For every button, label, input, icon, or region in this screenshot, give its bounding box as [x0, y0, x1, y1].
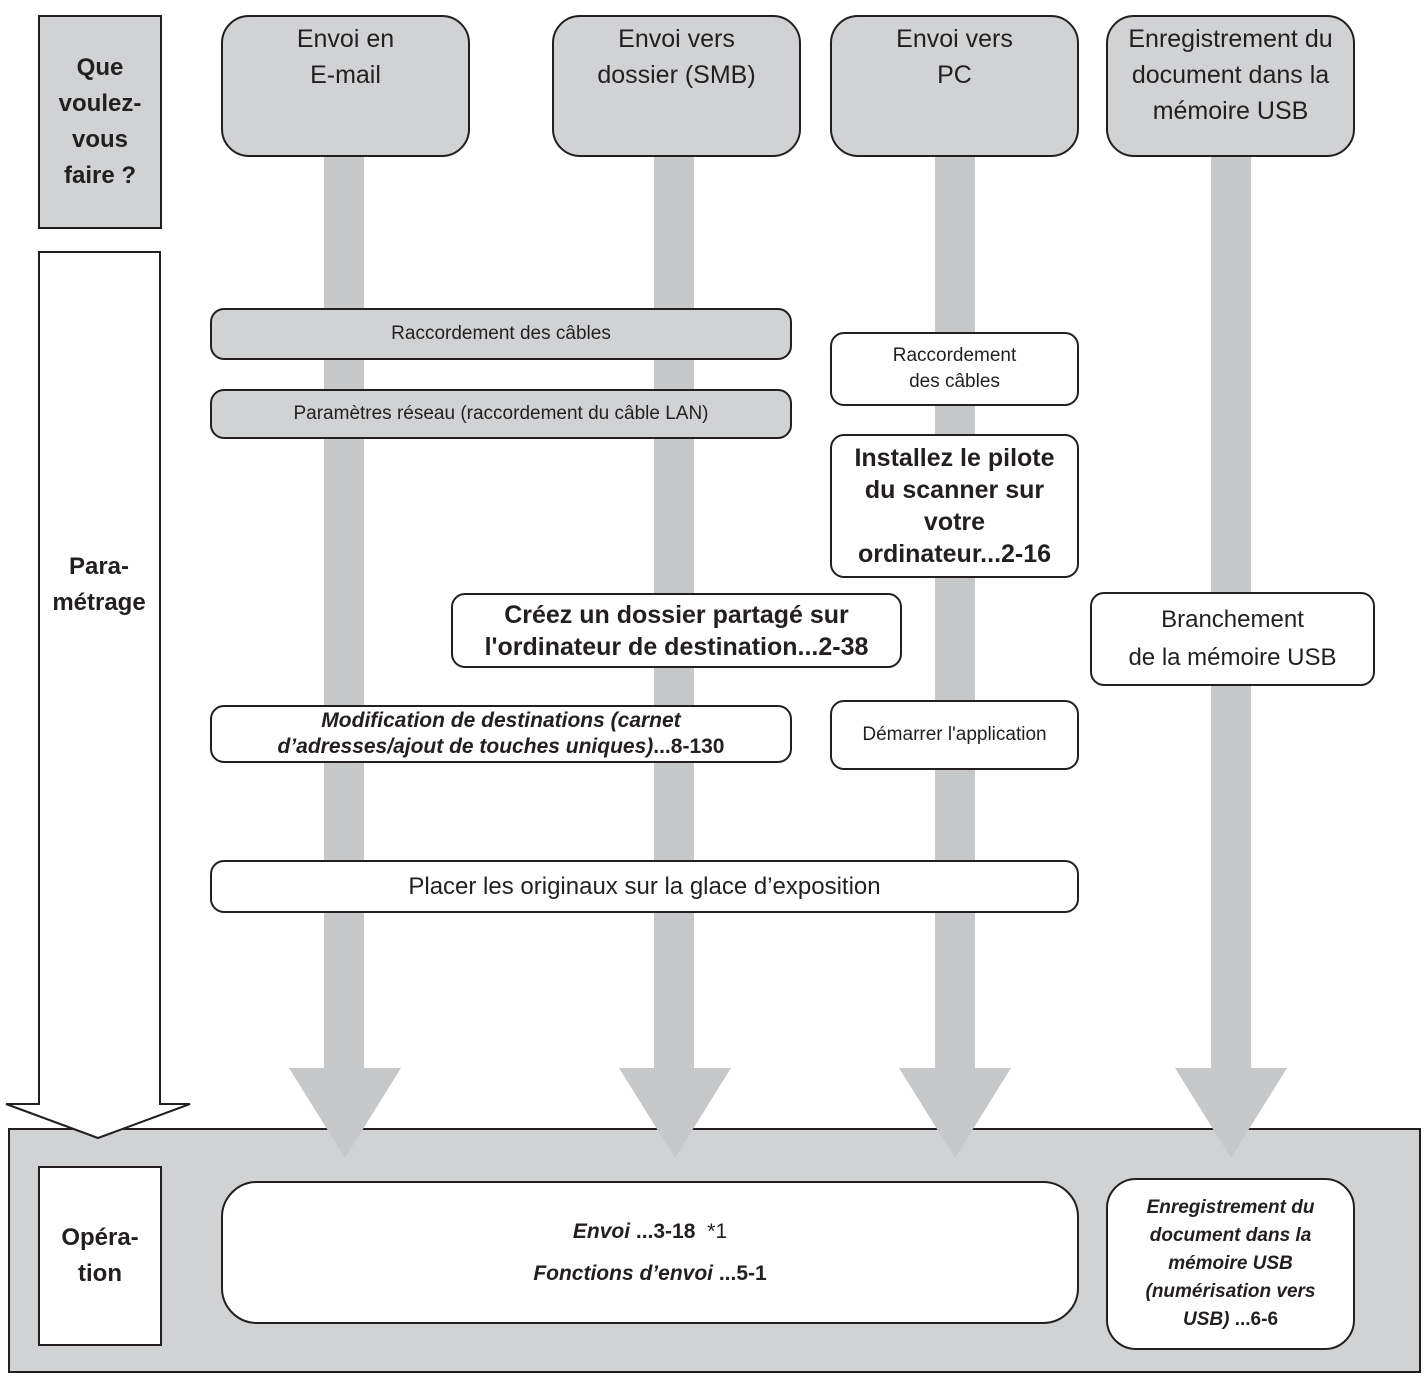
step-place-originals-text: Placer les originaux sur la glace d’expo… [408, 872, 881, 900]
step-place-originals: Placer les originaux sur la glace d’expo… [210, 860, 1079, 913]
operation-usb-save-ref: ...6-6 [1229, 1309, 1279, 1330]
operation-send-content: Envoi ...3-18 *1 Fonctions d’envoi ...5-… [533, 1211, 766, 1295]
setup-big-arrow [5, 251, 191, 1140]
operation-send-box: Envoi ...3-18 *1 Fonctions d’envoi ...5-… [221, 1181, 1079, 1324]
operation-usb-save-box: Enregistrement du document dans la mémoi… [1106, 1178, 1355, 1350]
step-shared-folder-text: Créez un dossier partagé sur l'ordinateu… [484, 600, 869, 661]
row-label-operation-text: Opéra- tion [61, 1224, 139, 1287]
step-start-application-text: Démarrer l'application [862, 724, 1047, 745]
column-header-pc: Envoi vers PC [830, 15, 1079, 157]
operation-usb-save-text: Enregistrement du document dans la mémoi… [1145, 1197, 1316, 1330]
step-edit-destinations-line2: d’adresses/ajout de touches uniques) [277, 735, 654, 758]
arrow-head-smb [619, 1068, 731, 1158]
row-label-question: Que voulez-vous faire ? [38, 15, 162, 229]
column-header-email: Envoi en E-mail [221, 15, 470, 157]
step-usb-connection-text: Branchement de la mémoire USB [1128, 606, 1337, 671]
operation-send-note: *1 [707, 1219, 728, 1243]
row-label-operation: Opéra- tion [38, 1166, 162, 1346]
column-header-pc-text: Envoi vers PC [896, 25, 1013, 89]
step-cable-connection-text: Raccordement des câbles [391, 323, 611, 344]
row-label-setup: Para- métrage [40, 545, 158, 625]
operation-send-functions-ref: ...5-1 [718, 1261, 767, 1285]
arrow-shaft-pc [935, 140, 975, 1080]
step-usb-connection: Branchement de la mémoire USB [1090, 592, 1375, 686]
step-install-driver-text: Installez le pilote du scanner sur votre… [854, 444, 1055, 568]
column-header-email-text: Envoi en E-mail [296, 25, 395, 89]
operation-send-label: Envoi [572, 1219, 636, 1243]
step-start-application: Démarrer l'application [830, 700, 1079, 770]
column-header-smb-text: Envoi vers dossier (SMB) [597, 25, 756, 89]
row-label-question-text: Que voulez-vous faire ? [58, 54, 142, 189]
arrow-head-pc [899, 1068, 1011, 1158]
step-install-driver: Installez le pilote du scanner sur votre… [830, 434, 1079, 578]
arrow-head-email [289, 1068, 401, 1158]
operation-usb-save-content: Enregistrement du document dans la mémoi… [1146, 1194, 1316, 1334]
step-network-settings: Paramètres réseau (raccordement du câble… [210, 389, 792, 439]
column-header-usb-text: Enregistrement du document dans la mémoi… [1128, 25, 1333, 125]
column-header-smb: Envoi vers dossier (SMB) [552, 15, 801, 157]
operation-send-ref: ...3-18 [635, 1219, 696, 1243]
step-edit-destinations-ref: ...8-130 [653, 735, 725, 758]
step-cable-connection-pc-text: Raccordement des câbles [892, 345, 1017, 392]
arrow-shaft-email [324, 140, 364, 1080]
column-header-usb: Enregistrement du document dans la mémoi… [1106, 15, 1355, 157]
arrow-head-usb [1175, 1068, 1287, 1158]
step-cable-connection-pc: Raccordement des câbles [830, 332, 1079, 406]
step-shared-folder: Créez un dossier partagé sur l'ordinateu… [451, 593, 902, 668]
step-edit-destinations-content: Modification de destinations (carnet d’a… [278, 708, 725, 760]
step-edit-destinations-line1: Modification de destinations (carnet [321, 709, 681, 732]
step-edit-destinations: Modification de destinations (carnet d’a… [210, 705, 792, 763]
step-cable-connection: Raccordement des câbles [210, 308, 792, 360]
operation-send-functions-label: Fonctions d’envoi [533, 1261, 719, 1285]
step-network-settings-text: Paramètres réseau (raccordement du câble… [293, 403, 709, 424]
row-label-setup-text: Para- métrage [52, 553, 146, 616]
